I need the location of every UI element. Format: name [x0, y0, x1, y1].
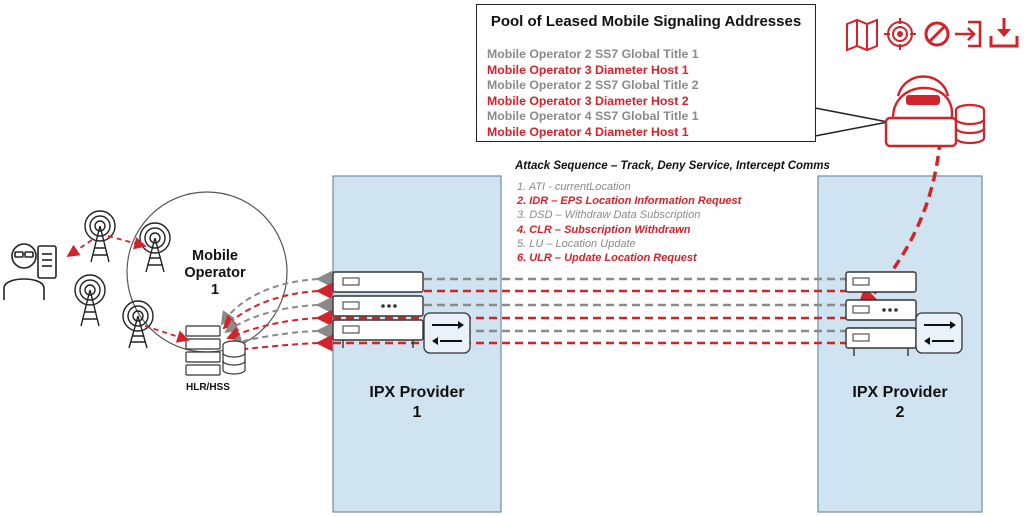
attack-step: 2. IDR – EPS Location Information Reques… — [517, 195, 742, 208]
hlr-hss-icon — [185, 325, 246, 376]
cell-tower-icon — [122, 300, 154, 349]
attack-step: 6. ULR – Update Location Request — [517, 252, 697, 265]
attack-step: 3. DSD – Withdraw Data Subscription — [517, 209, 701, 222]
target-icon — [884, 18, 916, 50]
signaling-arrows — [220, 270, 848, 357]
mobile-operator-label: Mobile Operator 1 — [160, 248, 270, 299]
ipx-provider-2-number: 2 — [895, 404, 905, 421]
mobile-operator-line: Operator — [184, 265, 246, 281]
pool-entry: Mobile Operator 4 Diameter Host 1 — [487, 124, 689, 139]
pool-callout: Pool of Leased Mobile Signaling Addresse… — [476, 4, 816, 142]
hlr-hss-label: HLR/HSS — [186, 382, 230, 393]
ran-links — [66, 235, 190, 343]
attacker-icon — [884, 75, 986, 148]
ipx-provider-1-label: IPX Provider 1 — [333, 383, 501, 423]
pool-entry: Mobile Operator 3 Diameter Host 2 — [487, 93, 689, 108]
pool-entry: Mobile Operator 4 SS7 Global Title 1 — [487, 109, 699, 123]
ipx-provider-1-name: IPX Provider — [369, 384, 465, 401]
download-icon — [989, 18, 1019, 48]
ipx-provider-1-number: 1 — [412, 404, 422, 421]
ipx2-server-stack — [845, 271, 917, 356]
mobile-operator-line: Mobile — [192, 248, 238, 264]
cell-tower-icon — [84, 210, 116, 263]
pool-title: Pool of Leased Mobile Signaling Addresse… — [490, 13, 802, 30]
ipx1-switch-icon — [423, 312, 471, 354]
subscriber-icon — [3, 243, 57, 300]
login-icon — [955, 20, 982, 48]
attack-steps: 1. ATI - currentLocation 2. IDR – EPS Lo… — [517, 180, 741, 265]
mobile-operator-line: 1 — [210, 282, 220, 298]
deny-icon — [924, 21, 950, 47]
ipx-provider-2-label: IPX Provider 2 — [818, 383, 982, 423]
ipx2-switch-icon — [915, 312, 963, 354]
pool-entry: Mobile Operator 2 SS7 Global Title 1 — [487, 47, 699, 61]
ipx1-server-stack — [332, 271, 424, 348]
attack-sequence-title: Attack Sequence – Track, Deny Service, I… — [515, 160, 830, 172]
speech-bubble-tail — [814, 107, 889, 137]
map-icon — [846, 18, 878, 52]
pool-entries: Mobile Operator 2 SS7 Global Title 1 Mob… — [487, 47, 699, 140]
attack-step: 1. ATI - currentLocation — [517, 181, 631, 193]
pool-entry: Mobile Operator 3 Diameter Host 1 — [487, 62, 689, 77]
pool-entry: Mobile Operator 2 SS7 Global Title 2 — [487, 78, 699, 92]
attack-step: 5. LU – Location Update — [517, 237, 636, 250]
attack-step: 4. CLR – Subscription Withdrawn — [517, 223, 691, 236]
ipx-provider-2-name: IPX Provider — [852, 384, 948, 401]
cell-tower-icon — [74, 274, 106, 327]
